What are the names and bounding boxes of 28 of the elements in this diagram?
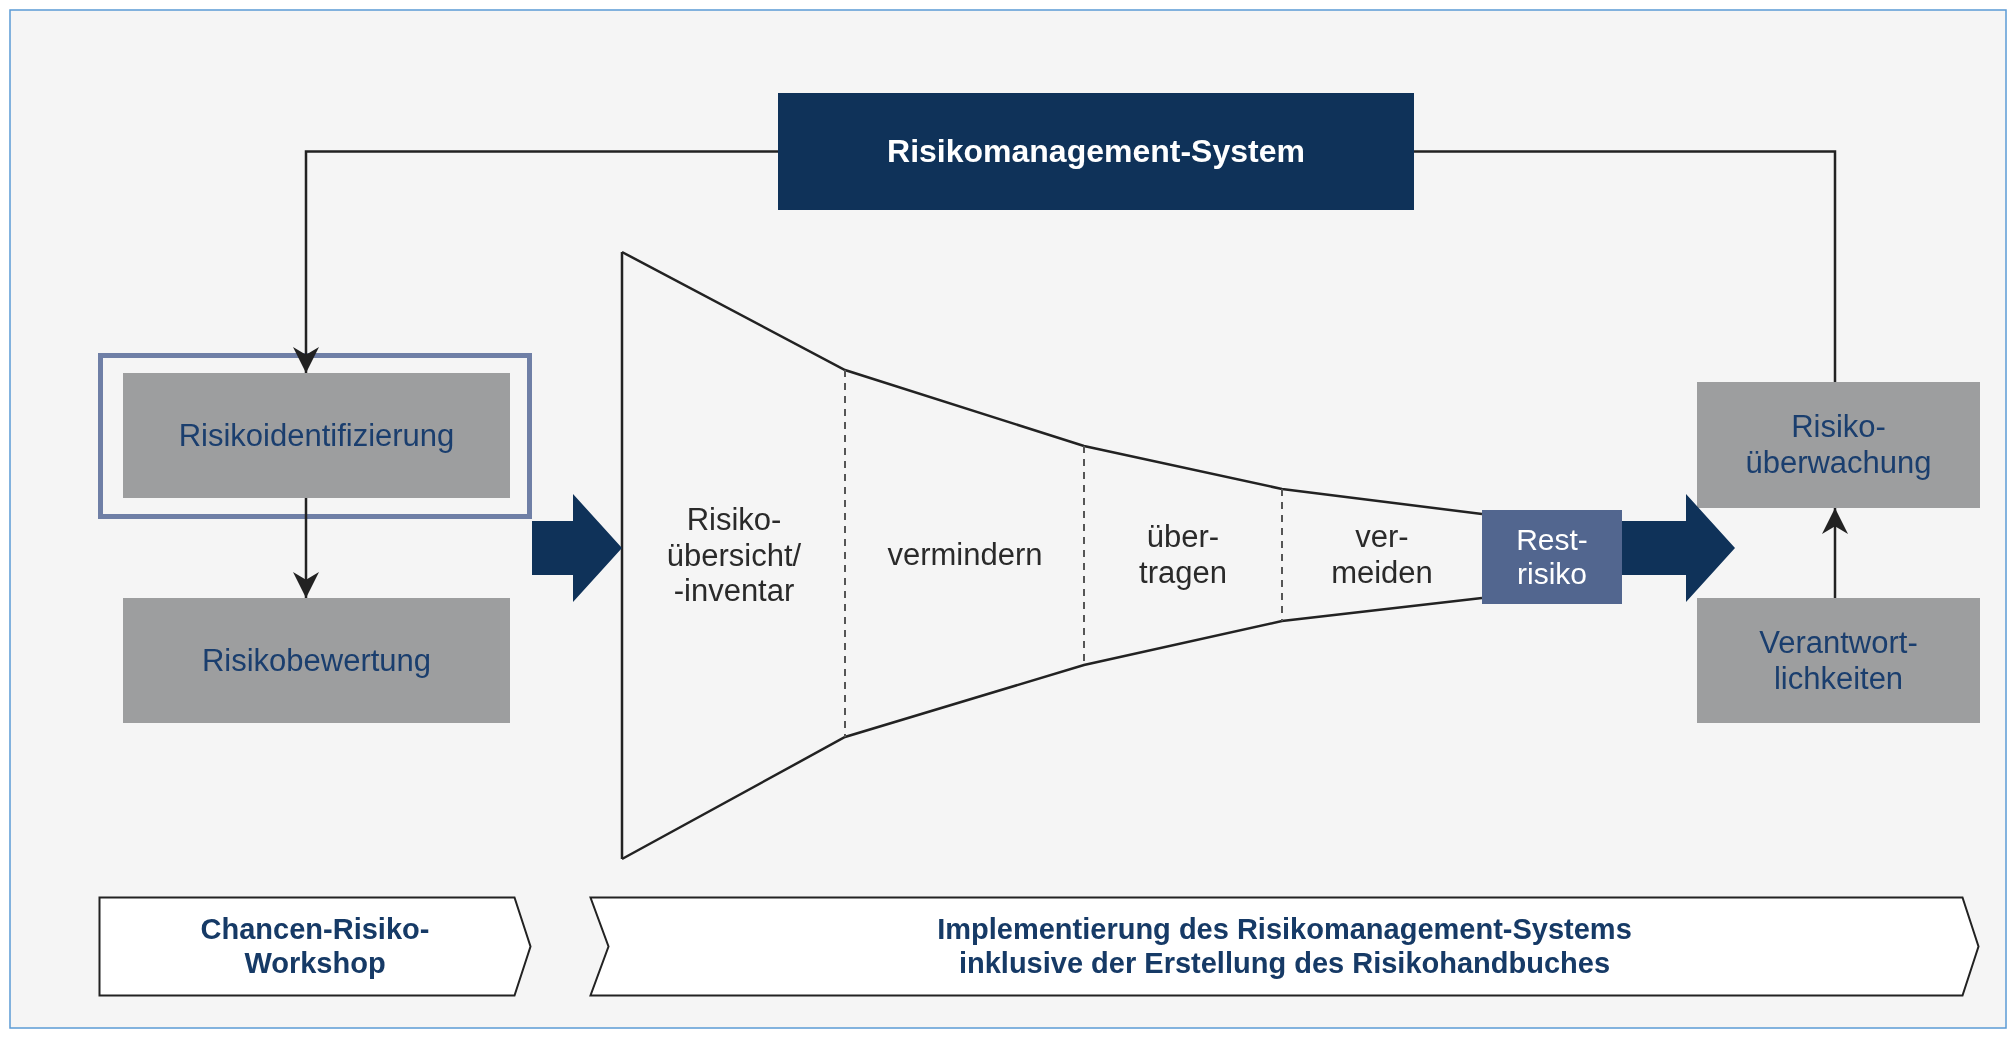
- box-label: Risikobewertung: [201, 642, 432, 679]
- box-label: Risiko- überwachung: [1744, 409, 1933, 481]
- block-arrow: [1622, 494, 1735, 602]
- box-label: Risikomanagement-System: [887, 133, 1305, 170]
- system-box: [778, 93, 1414, 210]
- box-label: Chancen-Risiko- Workshop: [199, 913, 431, 980]
- process-box: [1697, 382, 1980, 508]
- section-label: ver- meiden: [1330, 519, 1434, 591]
- highlight-frame: [98, 353, 532, 519]
- block-arrow: [532, 494, 622, 602]
- arrow: [1822, 508, 1848, 598]
- box-label: Implementierung des Risikomanagement-Systems inklusive der Erstellung des Risikohandbuches: [936, 913, 1633, 980]
- process-box: [1697, 598, 1980, 723]
- section-label: über- tragen: [1138, 519, 1228, 591]
- box-label: Verantwort- lichkeiten: [1758, 624, 1919, 697]
- box-label: Rest- risiko: [1515, 522, 1589, 592]
- section-label: Risiko- übersicht/ -inventar: [665, 501, 803, 609]
- arrow: [293, 150, 778, 373]
- phase-band: [98, 896, 532, 997]
- funnel-shape: [622, 252, 1482, 859]
- box-label: Risikoidentifizierung: [178, 417, 455, 454]
- phase-band: [589, 896, 1980, 997]
- section-label: vermindern: [886, 537, 1044, 573]
- process-box: [123, 373, 510, 498]
- connector-line: [1414, 150, 1837, 382]
- residual-risk-box: [1482, 510, 1622, 604]
- process-box: [123, 598, 510, 723]
- arrow: [293, 498, 319, 598]
